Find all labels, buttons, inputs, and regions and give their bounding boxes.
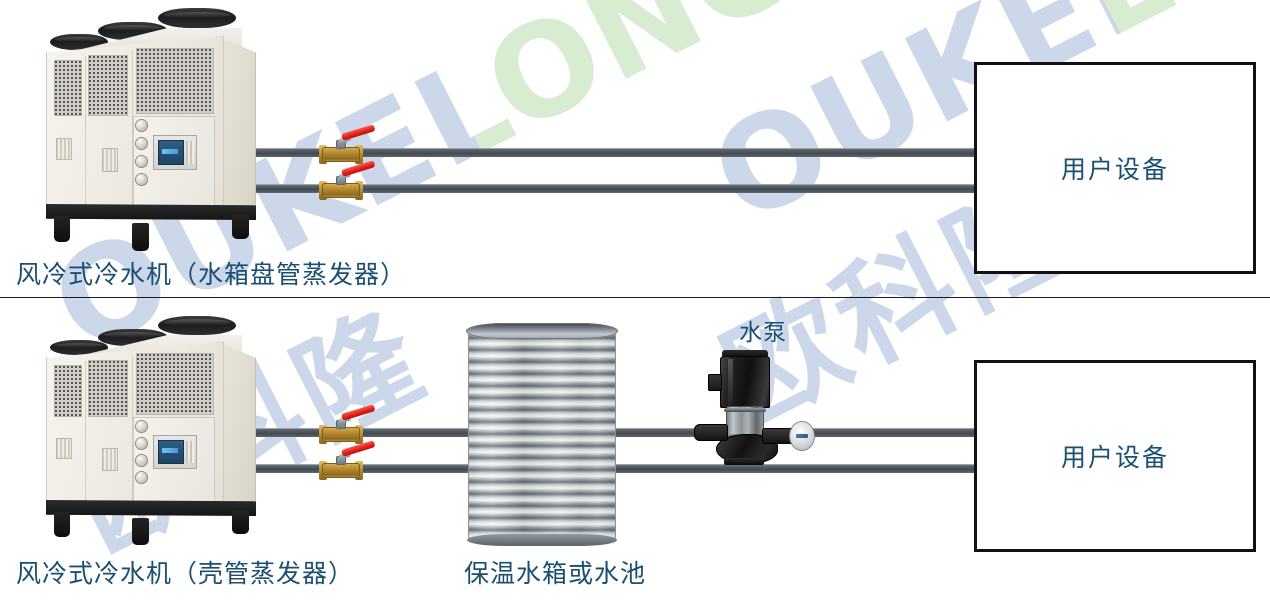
chiller-vent-louver — [102, 148, 118, 172]
section-divider — [0, 297, 1270, 298]
tank-bottom-rim — [467, 534, 617, 546]
chiller-display-screen — [158, 140, 184, 165]
chiller-control-knob[interactable] — [136, 472, 147, 483]
chiller-control-knob[interactable] — [136, 455, 147, 466]
top-system-caption: 风冷式冷水机（水箱盘管蒸发器） — [16, 260, 407, 289]
bottom-user-equipment-box: 用户设备 — [974, 360, 1256, 552]
chiller-fan-guard — [158, 316, 236, 335]
valve-body — [322, 427, 360, 442]
water-pump — [694, 350, 820, 465]
top-supply-pipe — [250, 148, 985, 157]
bottom-air-cooled-chiller — [36, 316, 276, 545]
chiller-display-vent — [186, 141, 194, 164]
chiller-support-foot — [232, 510, 249, 534]
chiller-vent-louver — [56, 138, 72, 160]
chiller-fan-guard — [50, 340, 108, 355]
chiller-panel-seam — [85, 56, 86, 206]
chiller-condenser-grille — [88, 360, 128, 417]
bottom-supply-pipe-chiller-to-tank — [250, 428, 480, 437]
valve-stem — [336, 176, 346, 185]
chiller-condenser-grille — [54, 365, 82, 417]
pump-caption: 水泵 — [739, 320, 787, 346]
chiller-control-knob[interactable] — [136, 174, 147, 185]
chiller-vent-louver — [102, 448, 118, 471]
bottom-return-pipe-chiller-to-tank — [250, 464, 480, 473]
pump-motor-cap — [722, 350, 768, 358]
pump-outlet-flange — [790, 422, 814, 450]
top-air-cooled-chiller — [36, 8, 276, 253]
valve-body — [322, 463, 360, 478]
chiller-condenser-grille — [136, 353, 214, 415]
chiller-control-knob[interactable] — [136, 421, 147, 432]
top-ball-valve-supply[interactable] — [318, 124, 376, 168]
valve-handle-lever[interactable] — [340, 124, 376, 141]
chiller-display-vent — [186, 441, 194, 463]
insulated-water-tank — [466, 323, 618, 546]
bottom-user-equipment-label: 用户设备 — [1060, 443, 1169, 472]
bottom-supply-pipe-tank-to-pump — [600, 428, 730, 437]
valve-body — [322, 147, 360, 162]
bottom-ball-valve-supply[interactable] — [318, 404, 376, 448]
bottom-ball-valve-return[interactable] — [318, 440, 376, 484]
chiller-condenser-grille — [88, 55, 128, 116]
chiller-base-frame — [46, 204, 256, 220]
pump-inlet-port — [694, 424, 728, 441]
pump-coupling-ring — [724, 408, 766, 412]
chiller-vent-louver — [56, 438, 72, 459]
bottom-supply-pipe-pump-to-equipment — [806, 428, 986, 437]
chiller-side-panel — [222, 38, 256, 220]
pump-base-foot — [724, 458, 764, 465]
chiller-support-foot — [132, 223, 149, 251]
valve-stem — [336, 140, 346, 149]
chiller-fan-guard — [50, 34, 108, 50]
chiller-display-screen — [158, 440, 184, 464]
tank-top-rim — [466, 323, 618, 339]
chiller-condenser-grille — [54, 60, 82, 116]
chiller-condenser-grille — [136, 48, 214, 114]
top-user-equipment-box: 用户设备 — [974, 62, 1256, 274]
valve-handle-lever[interactable] — [340, 404, 376, 421]
tank-shell — [468, 332, 616, 540]
chiller-side-panel — [222, 344, 256, 516]
chiller-control-knob[interactable] — [136, 438, 147, 449]
top-return-pipe — [250, 184, 985, 193]
chiller-support-foot — [54, 216, 70, 242]
chiller-control-knob[interactable] — [136, 120, 147, 131]
chiller-control-knob[interactable] — [136, 138, 147, 149]
chiller-control-knob[interactable] — [136, 156, 147, 167]
chiller-panel-seam — [85, 361, 86, 503]
valve-stem — [336, 420, 346, 429]
chiller-fan-guard — [158, 8, 236, 28]
valve-body — [322, 183, 360, 198]
pump-terminal-box — [708, 374, 722, 391]
bottom-return-pipe-tank-to-equipment — [600, 464, 985, 473]
bottom-system-caption: 风冷式冷水机（壳管蒸发器） — [16, 559, 355, 588]
water-tank-caption: 保温水箱或水池 — [464, 559, 647, 588]
chiller-support-foot — [232, 214, 249, 239]
chiller-panel-seam — [132, 50, 133, 205]
chiller-support-foot — [54, 512, 70, 537]
top-user-equipment-label: 用户设备 — [1060, 155, 1169, 184]
top-ball-valve-return[interactable] — [318, 160, 376, 204]
chiller-support-foot — [132, 518, 149, 545]
valve-stem — [336, 456, 346, 465]
pump-motor — [720, 356, 770, 408]
chiller-base-frame — [46, 500, 256, 516]
chiller-panel-seam — [132, 355, 133, 502]
